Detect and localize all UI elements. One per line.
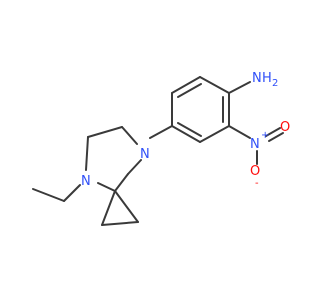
bond bbox=[85, 136, 89, 171]
bond bbox=[101, 190, 116, 226]
amine-n-label: N bbox=[252, 71, 262, 86]
structure-svg: N H 2 N + O O - N N bbox=[32, 71, 290, 226]
cyclopropane-ring bbox=[101, 190, 139, 226]
piperazine-ring bbox=[85, 126, 142, 192]
benzene-ring bbox=[171, 76, 230, 143]
molecule-diagram: N H 2 N + O O - N N bbox=[32, 71, 290, 226]
double-bond-inner bbox=[177, 83, 202, 98]
amine-subscript: 2 bbox=[272, 78, 278, 89]
ethyl-group bbox=[32, 184, 81, 202]
bond bbox=[199, 76, 230, 94]
bond bbox=[101, 221, 139, 226]
bond bbox=[114, 173, 129, 192]
bond bbox=[32, 188, 65, 202]
bond bbox=[127, 159, 142, 175]
nitro-o1-label: O bbox=[280, 120, 290, 135]
ring-n2-label: N bbox=[81, 174, 91, 189]
bond bbox=[171, 125, 201, 143]
bond bbox=[265, 127, 281, 137]
nitro-o2-label: O bbox=[250, 164, 260, 179]
ring-n1-label: N bbox=[140, 147, 150, 162]
bond bbox=[268, 132, 284, 142]
bond bbox=[228, 125, 251, 139]
amine-label: N H 2 bbox=[252, 71, 278, 89]
bond bbox=[87, 126, 123, 138]
bond bbox=[114, 190, 139, 223]
bond bbox=[97, 182, 116, 192]
aryl-n-bond bbox=[149, 125, 173, 139]
nitro-bonds bbox=[228, 125, 284, 165]
amine-h-label: H bbox=[262, 71, 272, 86]
amine-bond bbox=[228, 81, 251, 94]
bond bbox=[63, 184, 81, 202]
nitro-label: N + O O - bbox=[250, 120, 290, 189]
nitro-plus-label: + bbox=[261, 130, 269, 141]
bond bbox=[171, 76, 201, 94]
bond bbox=[121, 126, 138, 145]
nitro-minus-label: - bbox=[255, 178, 259, 189]
double-bond-inner bbox=[177, 122, 202, 137]
bond bbox=[199, 125, 230, 143]
nitro-n-label: N bbox=[250, 137, 260, 152]
